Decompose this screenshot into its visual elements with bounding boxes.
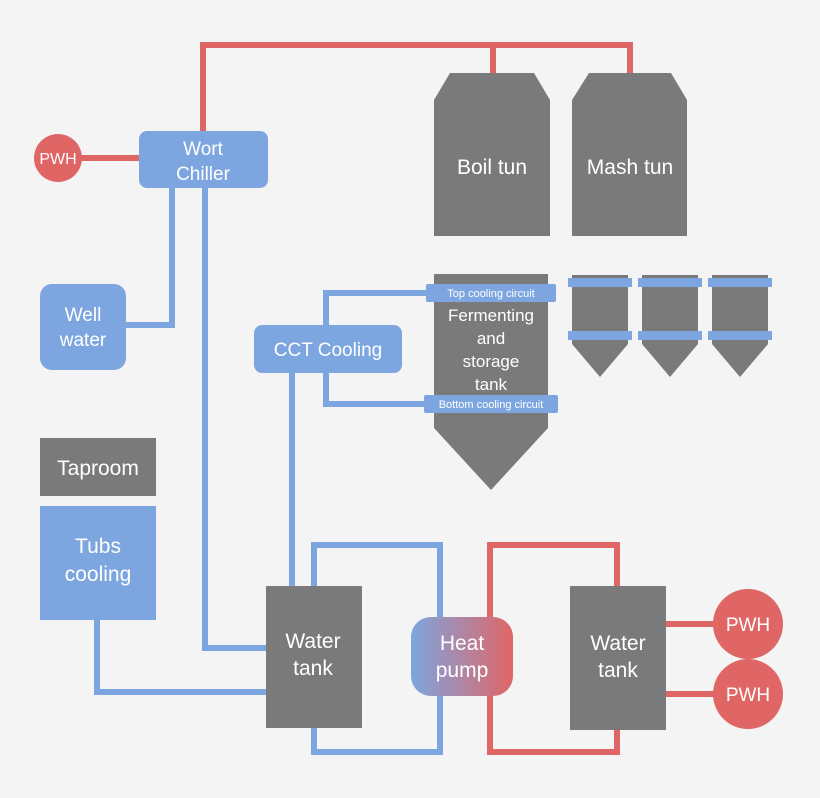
water-tank-left-node: Water tank [266, 586, 362, 728]
water-tank-left-label-1: Water [285, 630, 340, 653]
water-tank-right-box [570, 586, 666, 730]
well-water-box [40, 284, 126, 370]
hot-pipe-heat-pump-top-loop [487, 542, 620, 618]
heat-pump-label-2: pump [436, 659, 489, 682]
mash-tun-shape [572, 73, 687, 236]
bottom-cooling-circuit-band [424, 395, 558, 413]
wort-chiller-box [139, 131, 268, 188]
cct-cooling-node: CCT Cooling [254, 325, 402, 373]
boil-tun-shape [434, 73, 550, 236]
tubs-cooling-label-2: cooling [65, 563, 132, 586]
wort-chiller-node: Wort Chiller [139, 131, 268, 188]
heat-pump-box [411, 617, 513, 696]
small-tank-1-shape [572, 275, 628, 377]
pwh-right-1-circle [713, 589, 783, 659]
small-tank-3-bottom-band [708, 331, 772, 340]
cold-pipe-chiller-to-tank [202, 188, 266, 651]
small-tank-3 [708, 275, 772, 377]
heat-pump-label-1: Heat [440, 632, 485, 655]
small-tank-2 [638, 275, 702, 377]
fermenting-tank-label-3: storage [463, 352, 520, 371]
pwh-right-1-label: PWH [726, 615, 770, 636]
hot-pipes [80, 42, 714, 755]
cct-cooling-label: CCT Cooling [274, 340, 382, 361]
cold-pipe-tubs-to-tank [94, 620, 266, 695]
bottom-cooling-circuit-label: Bottom cooling circuit [439, 399, 544, 411]
water-tank-left-box [266, 586, 362, 728]
small-tank-3-shape [712, 275, 768, 377]
pwh-top-node: PWH [34, 134, 82, 182]
small-tank-2-top-band [638, 278, 702, 287]
small-tank-1-bottom-band [568, 331, 632, 340]
small-tank-2-bottom-band [638, 331, 702, 340]
fermenting-tank-label-4: tank [475, 375, 508, 394]
taproom-label: Taproom [57, 457, 139, 480]
small-tank-3-top-band [708, 278, 772, 287]
cold-pipe-cct-top [323, 290, 434, 326]
well-water-label-1: Well [65, 305, 102, 326]
cold-pipe-tank-to-heat-pump-top [311, 542, 443, 618]
pwh-right-2-node: PWH [713, 659, 783, 729]
fermenting-tank-label-1: Fermenting [448, 306, 534, 325]
small-tank-2-shape [642, 275, 698, 377]
fermenting-tank-node: Top cooling circuit Bottom cooling circu… [424, 274, 558, 490]
pwh-top-label: PWH [39, 151, 76, 168]
fermenting-tank-label-2: and [477, 329, 505, 348]
pwh-top-circle [34, 134, 82, 182]
well-water-label-2: water [59, 330, 107, 351]
water-tank-right-label-2: tank [598, 659, 638, 682]
small-tank-1 [568, 275, 632, 377]
tubs-cooling-box [40, 506, 156, 620]
top-cooling-circuit-band [426, 284, 556, 302]
water-tank-right-node: Water tank [570, 586, 666, 730]
hot-pipe-chiller-to-tuns [200, 42, 633, 132]
boil-tun-label: Boil tun [457, 156, 527, 179]
water-tank-left-label-2: tank [293, 657, 333, 680]
pwh-right-2-label: PWH [726, 685, 770, 706]
tubs-cooling-label-1: Tubs [75, 535, 121, 558]
pwh-right-2-circle [713, 659, 783, 729]
wort-chiller-label-2: Chiller [176, 164, 231, 185]
mash-tun-label: Mash tun [587, 156, 673, 179]
pwh-right-1-node: PWH [713, 589, 783, 659]
small-tank-1-top-band [568, 278, 632, 287]
cold-pipe-cct-bottom [323, 373, 434, 407]
cold-pipe-well-to-chiller [126, 188, 175, 328]
cold-pipes [94, 188, 443, 755]
mash-tun-node: Mash tun [572, 73, 687, 236]
well-water-node: Well water [40, 284, 126, 370]
cct-cooling-box [254, 325, 402, 373]
water-tank-right-label-1: Water [590, 632, 645, 655]
cold-pipe-tank-to-heat-pump-bottom [311, 696, 443, 755]
fermenting-tank-shape [434, 274, 548, 490]
boil-tun-node: Boil tun [434, 73, 550, 236]
top-cooling-circuit-label: Top cooling circuit [447, 288, 534, 300]
heat-pump-node: Heat pump [411, 617, 513, 696]
taproom-node: Taproom [40, 438, 156, 496]
wort-chiller-label-1: Wort [183, 139, 223, 160]
hot-pipe-heat-pump-bottom-loop [487, 696, 620, 755]
tubs-cooling-node: Tubs cooling [40, 506, 156, 620]
taproom-box [40, 438, 156, 496]
